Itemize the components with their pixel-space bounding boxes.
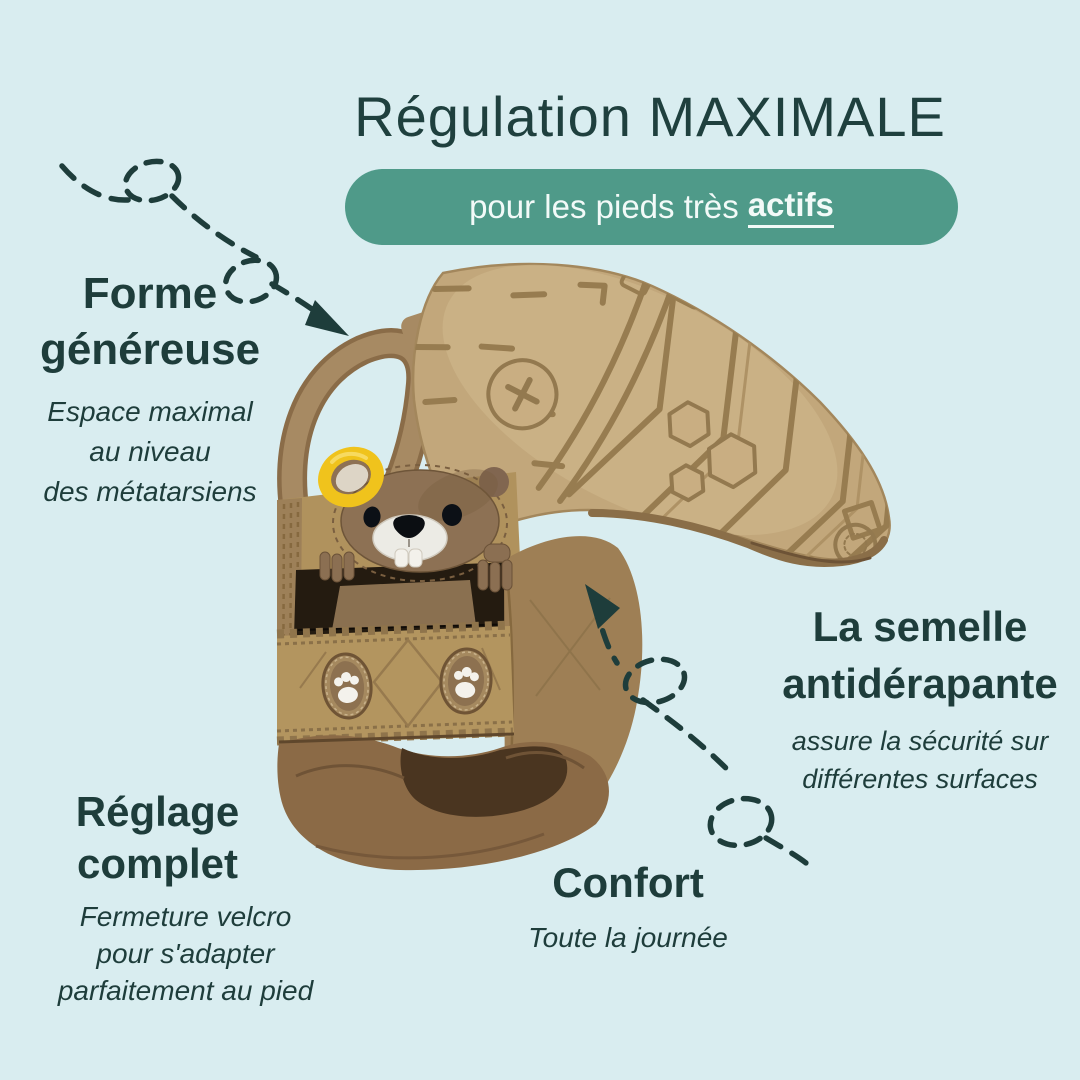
bear-eye-right bbox=[442, 504, 462, 526]
arrowhead-up-left bbox=[585, 584, 620, 629]
footbed bbox=[332, 580, 476, 630]
callout-confort: Confort Toute la journée bbox=[478, 858, 778, 956]
bear-paw-right bbox=[477, 543, 513, 593]
callout-heading: La semelle antidérapante bbox=[782, 603, 1058, 707]
bear-tooth bbox=[394, 548, 409, 568]
callout-body: assure la sécurité sur différentes surfa… bbox=[791, 726, 1049, 794]
callout-heading: Réglage complet bbox=[75, 788, 240, 887]
arrowhead-down-right bbox=[305, 300, 349, 336]
dashed-arrow-bottom-right bbox=[585, 584, 817, 873]
bear-right-ear bbox=[479, 467, 509, 497]
page-title: Régulation MAXIMALE bbox=[354, 85, 946, 148]
dashed-arrow-top-left bbox=[59, 158, 349, 336]
subtitle-badge: pour les pieds très actifs bbox=[345, 169, 958, 245]
callout-forme-genereuse: Forme généreuse Espace maximal au niveau… bbox=[5, 266, 295, 512]
callout-heading: Confort bbox=[552, 859, 704, 906]
bear-nose bbox=[393, 515, 425, 538]
bear-face bbox=[318, 446, 513, 593]
callout-reglage-complet: Réglage complet Fermeture velcro pour s'… bbox=[0, 786, 315, 1009]
sole-side-rim bbox=[588, 509, 888, 568]
sandal-front bbox=[276, 446, 643, 871]
callout-body: Toute la journée bbox=[528, 922, 728, 953]
bear-inner-ear bbox=[335, 464, 369, 492]
badge-highlight: actifs bbox=[747, 186, 834, 228]
bear-tooth bbox=[408, 548, 423, 568]
bear-paw-left bbox=[319, 551, 355, 583]
paw-patch-left bbox=[321, 652, 373, 720]
toe-bumper bbox=[277, 732, 609, 871]
callout-body: Espace maximal au niveau des métatarsien… bbox=[43, 396, 257, 507]
badge-text: pour les pieds très bbox=[469, 188, 739, 225]
callout-body: Fermeture velcro pour s'adapter parfaite… bbox=[57, 901, 314, 1006]
bear-eye-left bbox=[363, 506, 381, 528]
callout-heading: Forme généreuse bbox=[39, 269, 261, 374]
paw-patch-right bbox=[439, 647, 493, 715]
callout-semelle-antiderapante: La semelle antidérapante assure la sécur… bbox=[765, 598, 1075, 798]
